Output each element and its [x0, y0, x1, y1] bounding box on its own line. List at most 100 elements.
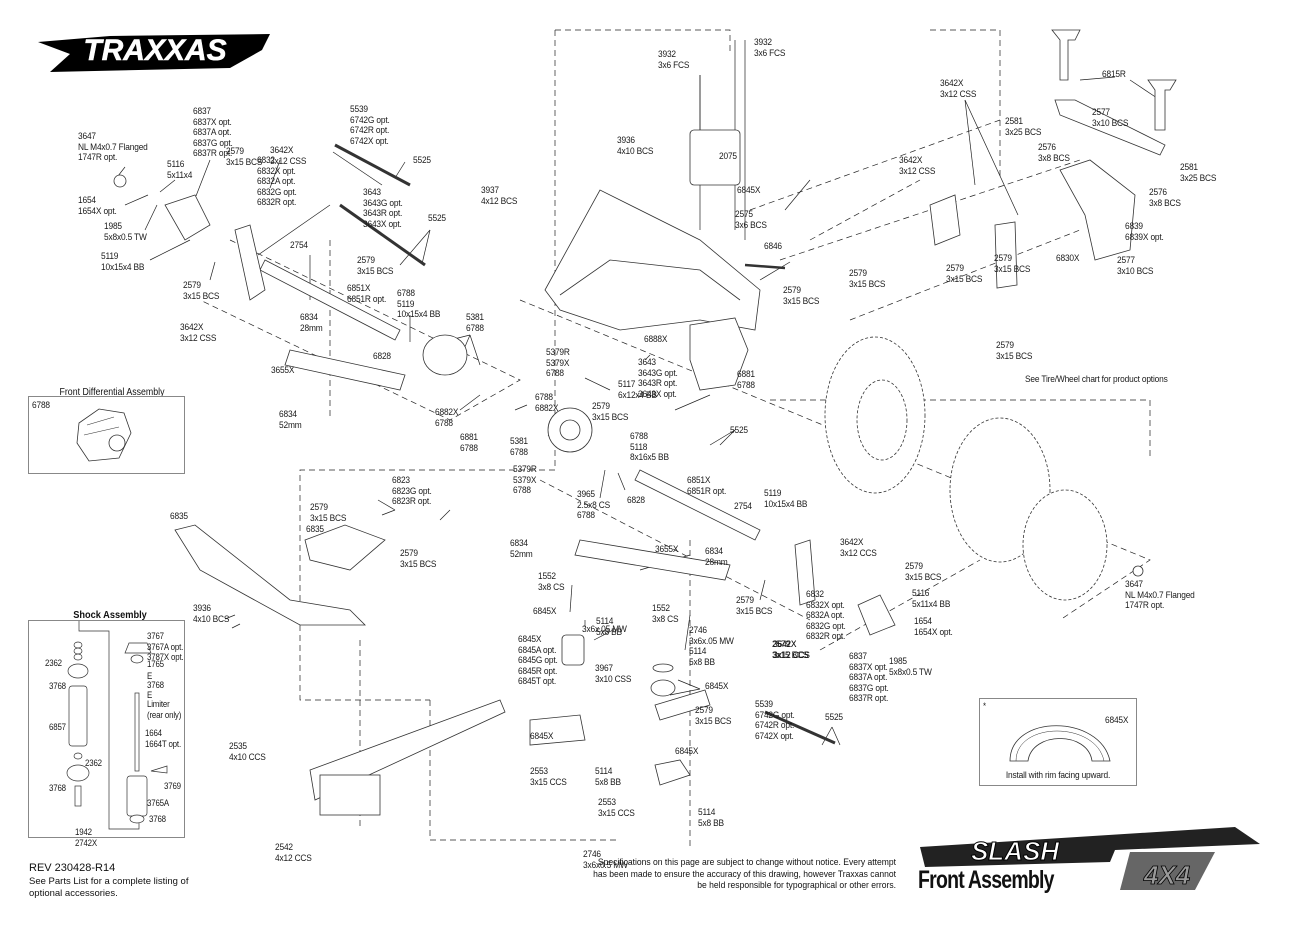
part-callout: 6828	[373, 351, 391, 362]
shock-label: 1664 1664T opt.	[145, 728, 181, 749]
part-callout: 5525	[730, 425, 748, 436]
part-callout: 1985 5x8x0.5 TW	[889, 656, 932, 678]
part-callout: 5119 10x15x4 BB	[764, 488, 808, 510]
part-callout: 3932 3x6 FCS	[658, 49, 690, 71]
part-callout: 5525	[428, 213, 446, 224]
tire-wheel-note: See Tire/Wheel chart for product options	[1025, 374, 1168, 385]
part-callout: 3655X	[655, 544, 679, 555]
shock-inset-title: Shock Assembly	[73, 609, 147, 621]
shock-left	[929, 194, 961, 246]
wheel	[1022, 489, 1108, 601]
part-callout: 2579 3x15 BCS	[400, 548, 437, 570]
part-callout: 2577 3x10 BCS	[1092, 107, 1129, 129]
part-callout: 2576 3x8 BCS	[1149, 187, 1181, 209]
caster-block-left	[234, 224, 266, 301]
page-title: Front Assembly	[918, 866, 1055, 894]
part-callout: 6788 6882X	[535, 392, 559, 414]
part-callout: 3965 2.5x8 CS 6788	[577, 489, 610, 521]
part-callout: 3642X 3x12 CCS	[773, 639, 810, 661]
part-callout: 6845X	[737, 185, 761, 196]
revision-label: REV 230428-R14	[29, 862, 116, 874]
shock-label: 3765A	[147, 798, 170, 808]
part-callout: 6845X 6845A opt. 6845G opt. 6845R opt. 6…	[518, 634, 558, 687]
part-callout: 2575 3x6 BCS	[735, 209, 767, 231]
part-callout: 1654 1654X opt.	[914, 616, 953, 638]
part-callout: 6832 6832X opt. 6832A opt. 6832G opt. 68…	[806, 589, 846, 642]
tire-outer	[824, 336, 926, 494]
steering-block-right	[857, 594, 896, 636]
link-6846	[744, 263, 786, 270]
part-callout: 5117 6x12x4 BB	[618, 379, 657, 401]
part-callout: 6834 52mm	[510, 538, 533, 560]
badge-4x4-text: 4X4	[1143, 860, 1191, 890]
part-callout: 3642X 3x12 CCS	[773, 639, 810, 661]
shock-label: 3768	[49, 681, 66, 691]
part-callout: 2754	[290, 240, 308, 251]
part-callout: 6851X 6851R opt.	[347, 283, 387, 305]
part-callout: 6788 5118 8x16x5 BB	[630, 431, 669, 463]
part-callout: 2579 3x15 BCS	[994, 253, 1031, 275]
part-callout: 2535 4x10 CCS	[229, 741, 266, 763]
part-callout: 6881 6788	[460, 432, 478, 454]
shock-label: 3768	[147, 680, 164, 690]
ring-gear-part	[547, 407, 593, 453]
part-callout: 2542 4x12 CCS	[275, 842, 312, 864]
part-callout: 6839 6839X opt.	[1125, 221, 1164, 243]
part-callout: 5114 5x8 BB	[595, 766, 621, 788]
shock-assembly-inset: 2362 3768 6857 2362 3768 1942 2742X 3767…	[28, 620, 185, 848]
bumper-install-inset: * 6845X Install with rim facing upward.	[979, 698, 1137, 786]
part-callout: 3936 4x10 BCS	[617, 135, 654, 157]
body-post-right	[1147, 79, 1177, 131]
shock-label: 3768	[149, 814, 166, 824]
part-callout: 6835	[170, 511, 188, 522]
inset-asterisk: *	[983, 701, 986, 711]
part-callout: 5119 10x15x4 BB	[101, 251, 145, 273]
part-callout: 5114 5x8 BB	[596, 616, 622, 638]
part-callout: 3647 NL M4x0.7 Flanged 1747R opt.	[1125, 579, 1195, 611]
front-diff-inset-title: Front Differential Assembly	[59, 387, 165, 398]
toe-link-upper	[334, 143, 411, 187]
shock-label: E	[147, 671, 153, 681]
part-callout: 6834 28mm	[705, 546, 728, 568]
part-callout: 2579 3x15 BCS	[695, 705, 732, 727]
part-callout: 3643 3643G opt. 3643R opt. 3643X opt.	[638, 357, 678, 400]
part-callout: 3x6x.05 MW	[582, 624, 627, 635]
part-callout: 6888X	[644, 334, 668, 345]
traxxas-logo-text: TRAXXAS	[83, 34, 226, 67]
part-callout: 2075	[719, 151, 737, 162]
part-callout: 1985 5x8x0.5 TW	[104, 221, 147, 243]
part-callout: 3937 4x12 BCS	[481, 185, 518, 207]
slash-4x4-logo: SLASH 4X4	[920, 827, 1260, 890]
shock-label: 2362	[85, 758, 102, 768]
part-callout: 5114 5x8 BB	[689, 646, 715, 668]
part-callout: 3642X 3x12 CSS	[940, 78, 977, 100]
part-callout: 2579 3x15 BCS	[592, 401, 629, 423]
bump-stop-drawing	[1009, 725, 1111, 762]
part-callout: 3642X 3x12 CSS	[899, 155, 936, 177]
part-callout: 5379R 5379X 6788	[513, 464, 537, 496]
part-callout: 5379R 5379X 6788	[546, 347, 570, 379]
traxxas-logo: TRAXXAS	[38, 34, 270, 72]
part-callout: 2579 3x15 BCS	[736, 595, 773, 617]
part-callout: 6882X 6788	[435, 407, 459, 429]
part-callout: 5539 6742G opt. 6742R opt. 6742X opt.	[350, 104, 390, 147]
front-diff-inset: 6788	[28, 396, 185, 474]
part-callout: 6835	[306, 524, 324, 535]
part-callout: 2579 3x15 BCS	[357, 255, 394, 277]
part-callout: 6830X	[1056, 253, 1080, 264]
part-callout: 5114 5x8 BB	[698, 807, 724, 829]
part-callout: 3642X 3x12 CSS	[180, 322, 217, 344]
shock-exploded-drawing	[66, 621, 168, 830]
part-callout: 1654 1654X opt.	[78, 195, 117, 217]
slash-logo-text: SLASH	[971, 836, 1060, 866]
part-callout: 6788 5119 10x15x4 BB	[397, 288, 441, 320]
part-callout: 1552 3x8 CS	[538, 571, 565, 593]
part-callout: 6837 6837X opt. 6837A opt. 6837G opt. 68…	[193, 106, 233, 159]
part-callout: 2746 3x6x.05 MW	[689, 625, 734, 647]
shock-label: E	[147, 690, 153, 700]
part-callout: 6845X	[533, 606, 557, 617]
part-callout: 3642X 3x12 CSS	[270, 145, 307, 167]
bump-stop-install-note: Install with rim facing upward.	[1005, 770, 1111, 781]
part-callout: 2579 3x15 BCS	[996, 340, 1033, 362]
